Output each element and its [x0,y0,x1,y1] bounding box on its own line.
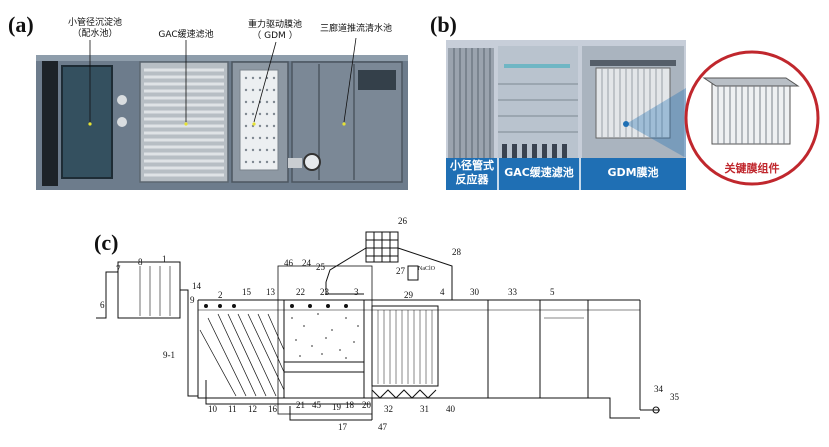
c-num-19: 19 [332,402,341,412]
c-num-1: 1 [162,254,167,264]
c-num-46: 46 [284,258,293,268]
c-num-34: 34 [654,384,663,394]
annotation-clear-water-tank: 三廊道推流清水池 [319,24,392,34]
c-num-10: 10 [208,404,217,414]
annotation-settling-tank-line2: （配水池） [72,29,118,39]
c-num-naclo: NaClO [418,266,435,272]
c-num-15: 15 [242,287,251,297]
settling-tank [61,65,113,179]
c-num-40: 40 [446,404,455,414]
c-num-5: 5 [550,287,555,297]
c-num-30: 30 [470,287,479,297]
c-num-22: 22 [296,287,305,297]
c-num-6: 6 [100,300,105,310]
c-num-29: 29 [404,290,413,300]
c-num-32: 32 [384,404,393,414]
c-num-17: 17 [338,422,347,432]
c-num-26: 26 [398,216,407,226]
c-num-24: 24 [302,258,311,268]
c-num-23: 23 [320,287,329,297]
panel-b-label: (b) [430,12,457,37]
annotation-gdm-line2: （ GDM ） [252,31,298,41]
panel-a-plant-model [36,37,408,190]
annotation-gdm-tank: 重力驱动膜池 （ GDM ） [240,20,310,42]
c-num-8: 8 [138,257,143,267]
c-num-4: 4 [440,287,445,297]
c-num-7: 7 [116,264,121,274]
c-num-14: 14 [192,281,201,291]
c-num-11: 11 [228,404,237,414]
panel-c-label: (c) [94,230,119,255]
c-num-27: 27 [396,266,405,276]
c-num-33: 33 [508,287,517,297]
callout-label: 关键膜组件 [724,162,780,175]
annotation-settling-tank-line1: 小管径沉淀池 [67,18,122,28]
annotation-gdm-line1: 重力驱动膜池 [247,20,302,30]
membrane-callout [684,50,820,186]
b-label-reactor: 小径管式 反应器 [446,159,498,187]
c-num-12: 12 [248,404,257,414]
c-num-28: 28 [452,247,461,257]
c-num-3: 3 [354,287,359,297]
c-num-16: 16 [268,404,277,414]
c-num-35: 35 [670,392,679,402]
panel-a-label: (a) [8,12,34,37]
c-num-2: 2 [218,290,223,300]
annotation-gac-filter: GAC缓速滤池 [158,30,214,40]
panel-b-plant-render [446,40,686,190]
b-label-reactor-line2: 反应器 [455,173,489,186]
c-num-9-1: 9-1 [163,350,175,360]
c-num-13: 13 [266,287,275,297]
c-num-21: 21 [296,400,305,410]
c-num-25: 25 [316,262,325,272]
c-num-20: 20 [362,400,371,410]
b-label-gac: GAC缓速滤池 [504,166,574,179]
c-num-31: 31 [420,404,429,414]
c-num-45: 45 [312,400,321,410]
c-num-18: 18 [345,400,354,410]
c-num-9: 9 [190,295,195,305]
b-label-gdm: GDM膜池 [607,166,659,179]
annotation-settling-tank: 小管径沉淀池 （配水池） [60,18,130,40]
b-label-reactor-line1: 小径管式 [450,159,494,172]
c-num-47: 47 [378,422,387,432]
